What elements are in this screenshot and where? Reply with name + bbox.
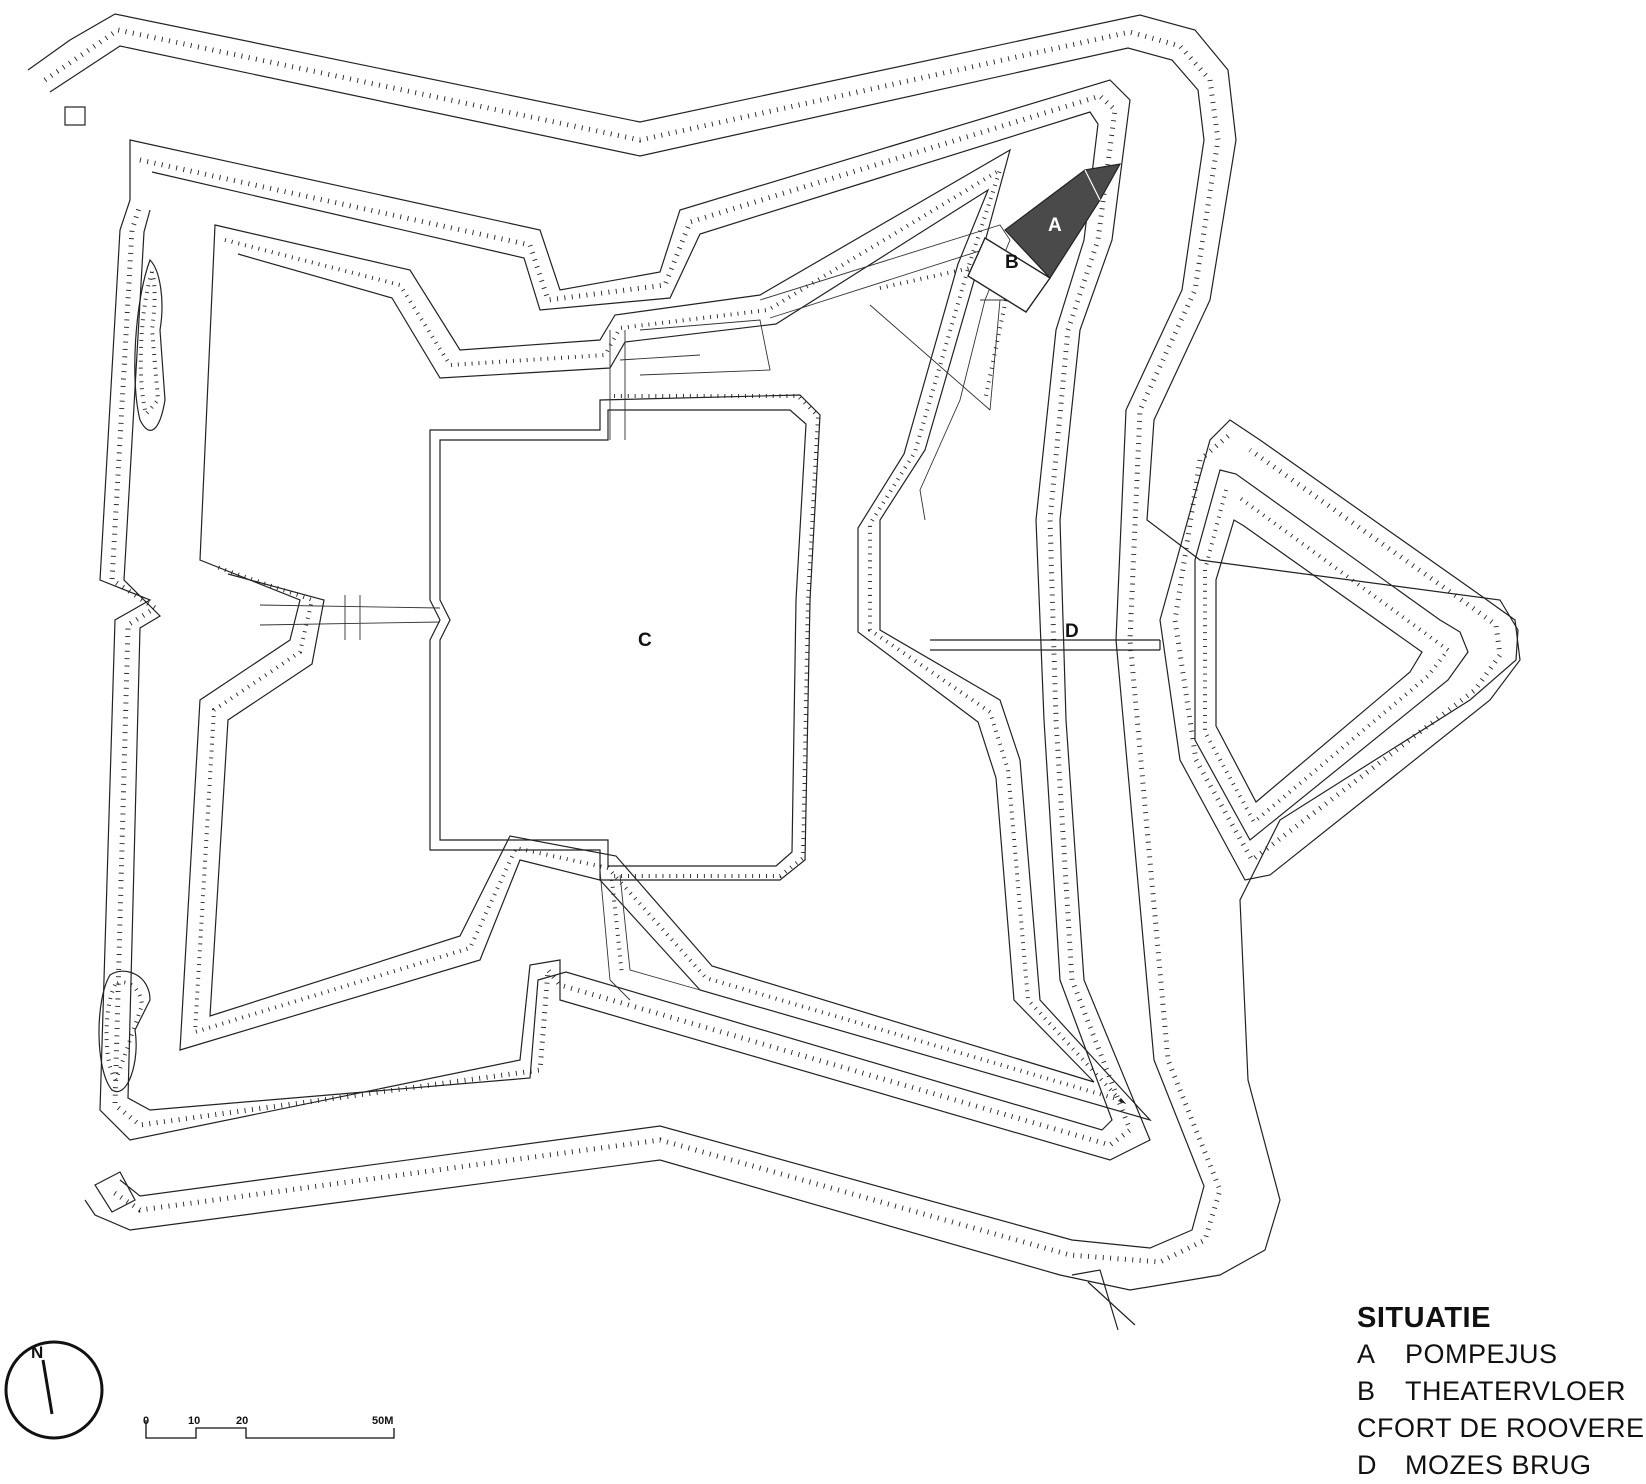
pompejus-area <box>1004 163 1122 279</box>
west-pond-upper-hatch <box>138 271 161 419</box>
inner-court-hatch <box>614 394 821 878</box>
legend-key: A <box>1357 1339 1376 1369</box>
scale-tick-0: 0 <box>143 1415 149 1427</box>
north-arrow: N <box>4 1340 104 1440</box>
enceinte-inner-line <box>123 111 1113 1131</box>
east-ravelin-inner <box>1215 519 1423 803</box>
scale-tick-50m: 50M <box>372 1415 393 1427</box>
enceinte-hatch <box>109 93 1134 1148</box>
east-ravelin-mid <box>1194 469 1469 841</box>
east-ravelin-inner-hatch <box>1203 489 1451 826</box>
theatervloer-area <box>967 236 1052 313</box>
nw-small-structure <box>64 106 86 126</box>
marker-b: B <box>1005 252 1019 273</box>
legend-label: FORT DE ROOVERE <box>1377 1413 1645 1443</box>
pompejus-divider <box>1084 169 1101 201</box>
enceinte-outer-line <box>99 79 1151 1161</box>
south-gate-hatch <box>610 879 624 976</box>
west-gate-channel <box>259 595 441 640</box>
inner-wall-line <box>209 188 1095 1083</box>
north-arrow-circle <box>4 1340 104 1440</box>
legend-item-b: B THEATERVLOER <box>1357 1373 1637 1410</box>
outer-rampart-hatch <box>43 27 1223 1265</box>
scale-bar-line <box>145 1420 395 1439</box>
south-gate-ramp <box>599 869 701 1001</box>
north-label: N <box>31 1343 43 1362</box>
north-arrow-needle <box>41 1359 54 1415</box>
scale-bar: 0 10 20 50M <box>143 1415 395 1439</box>
outer-rampart-line <box>49 45 1205 1249</box>
west-pond-lower-hatch <box>104 980 145 1085</box>
mozes-brug-bridge <box>930 639 1161 651</box>
sw-entry-ramp <box>94 1171 136 1213</box>
legend-key: C <box>1357 1413 1377 1443</box>
marker-d: D <box>1065 621 1079 642</box>
marker-a: A <box>1048 215 1062 236</box>
pompejus-path <box>759 224 1020 521</box>
west-pond-lower <box>98 970 151 1093</box>
inner-wall-hatch <box>192 165 1127 1104</box>
scale-tick-20: 20 <box>236 1415 248 1427</box>
east-ravelin-outer <box>1159 419 1521 881</box>
legend-label: THEATERVLOER <box>1405 1376 1627 1406</box>
north-gate-channel <box>609 319 771 440</box>
west-pond-upper <box>134 258 166 431</box>
legend-item-a: A POMPEJUS <box>1357 1336 1637 1373</box>
marker-c: C <box>638 630 652 651</box>
legend: SITUATIE A POMPEJUS B THEATERVLOER C FOR… <box>1357 1300 1644 1484</box>
inner-court-wall <box>429 394 821 881</box>
se-entry-ramp <box>1071 1269 1136 1331</box>
inner-court-inner-line <box>439 409 807 867</box>
legend-label: POMPEJUS <box>1405 1339 1558 1369</box>
legend-item-c: C FORT DE ROOVERE <box>1357 1410 1644 1447</box>
legend-key: B <box>1357 1376 1376 1406</box>
legend-title: SITUATIE <box>1357 1302 1491 1334</box>
east-ravelin-hatch <box>1172 434 1503 864</box>
scale-tick-10: 10 <box>188 1415 200 1427</box>
inner-wall-outer <box>179 148 1152 1122</box>
outer-glacis-line <box>27 13 1519 1291</box>
